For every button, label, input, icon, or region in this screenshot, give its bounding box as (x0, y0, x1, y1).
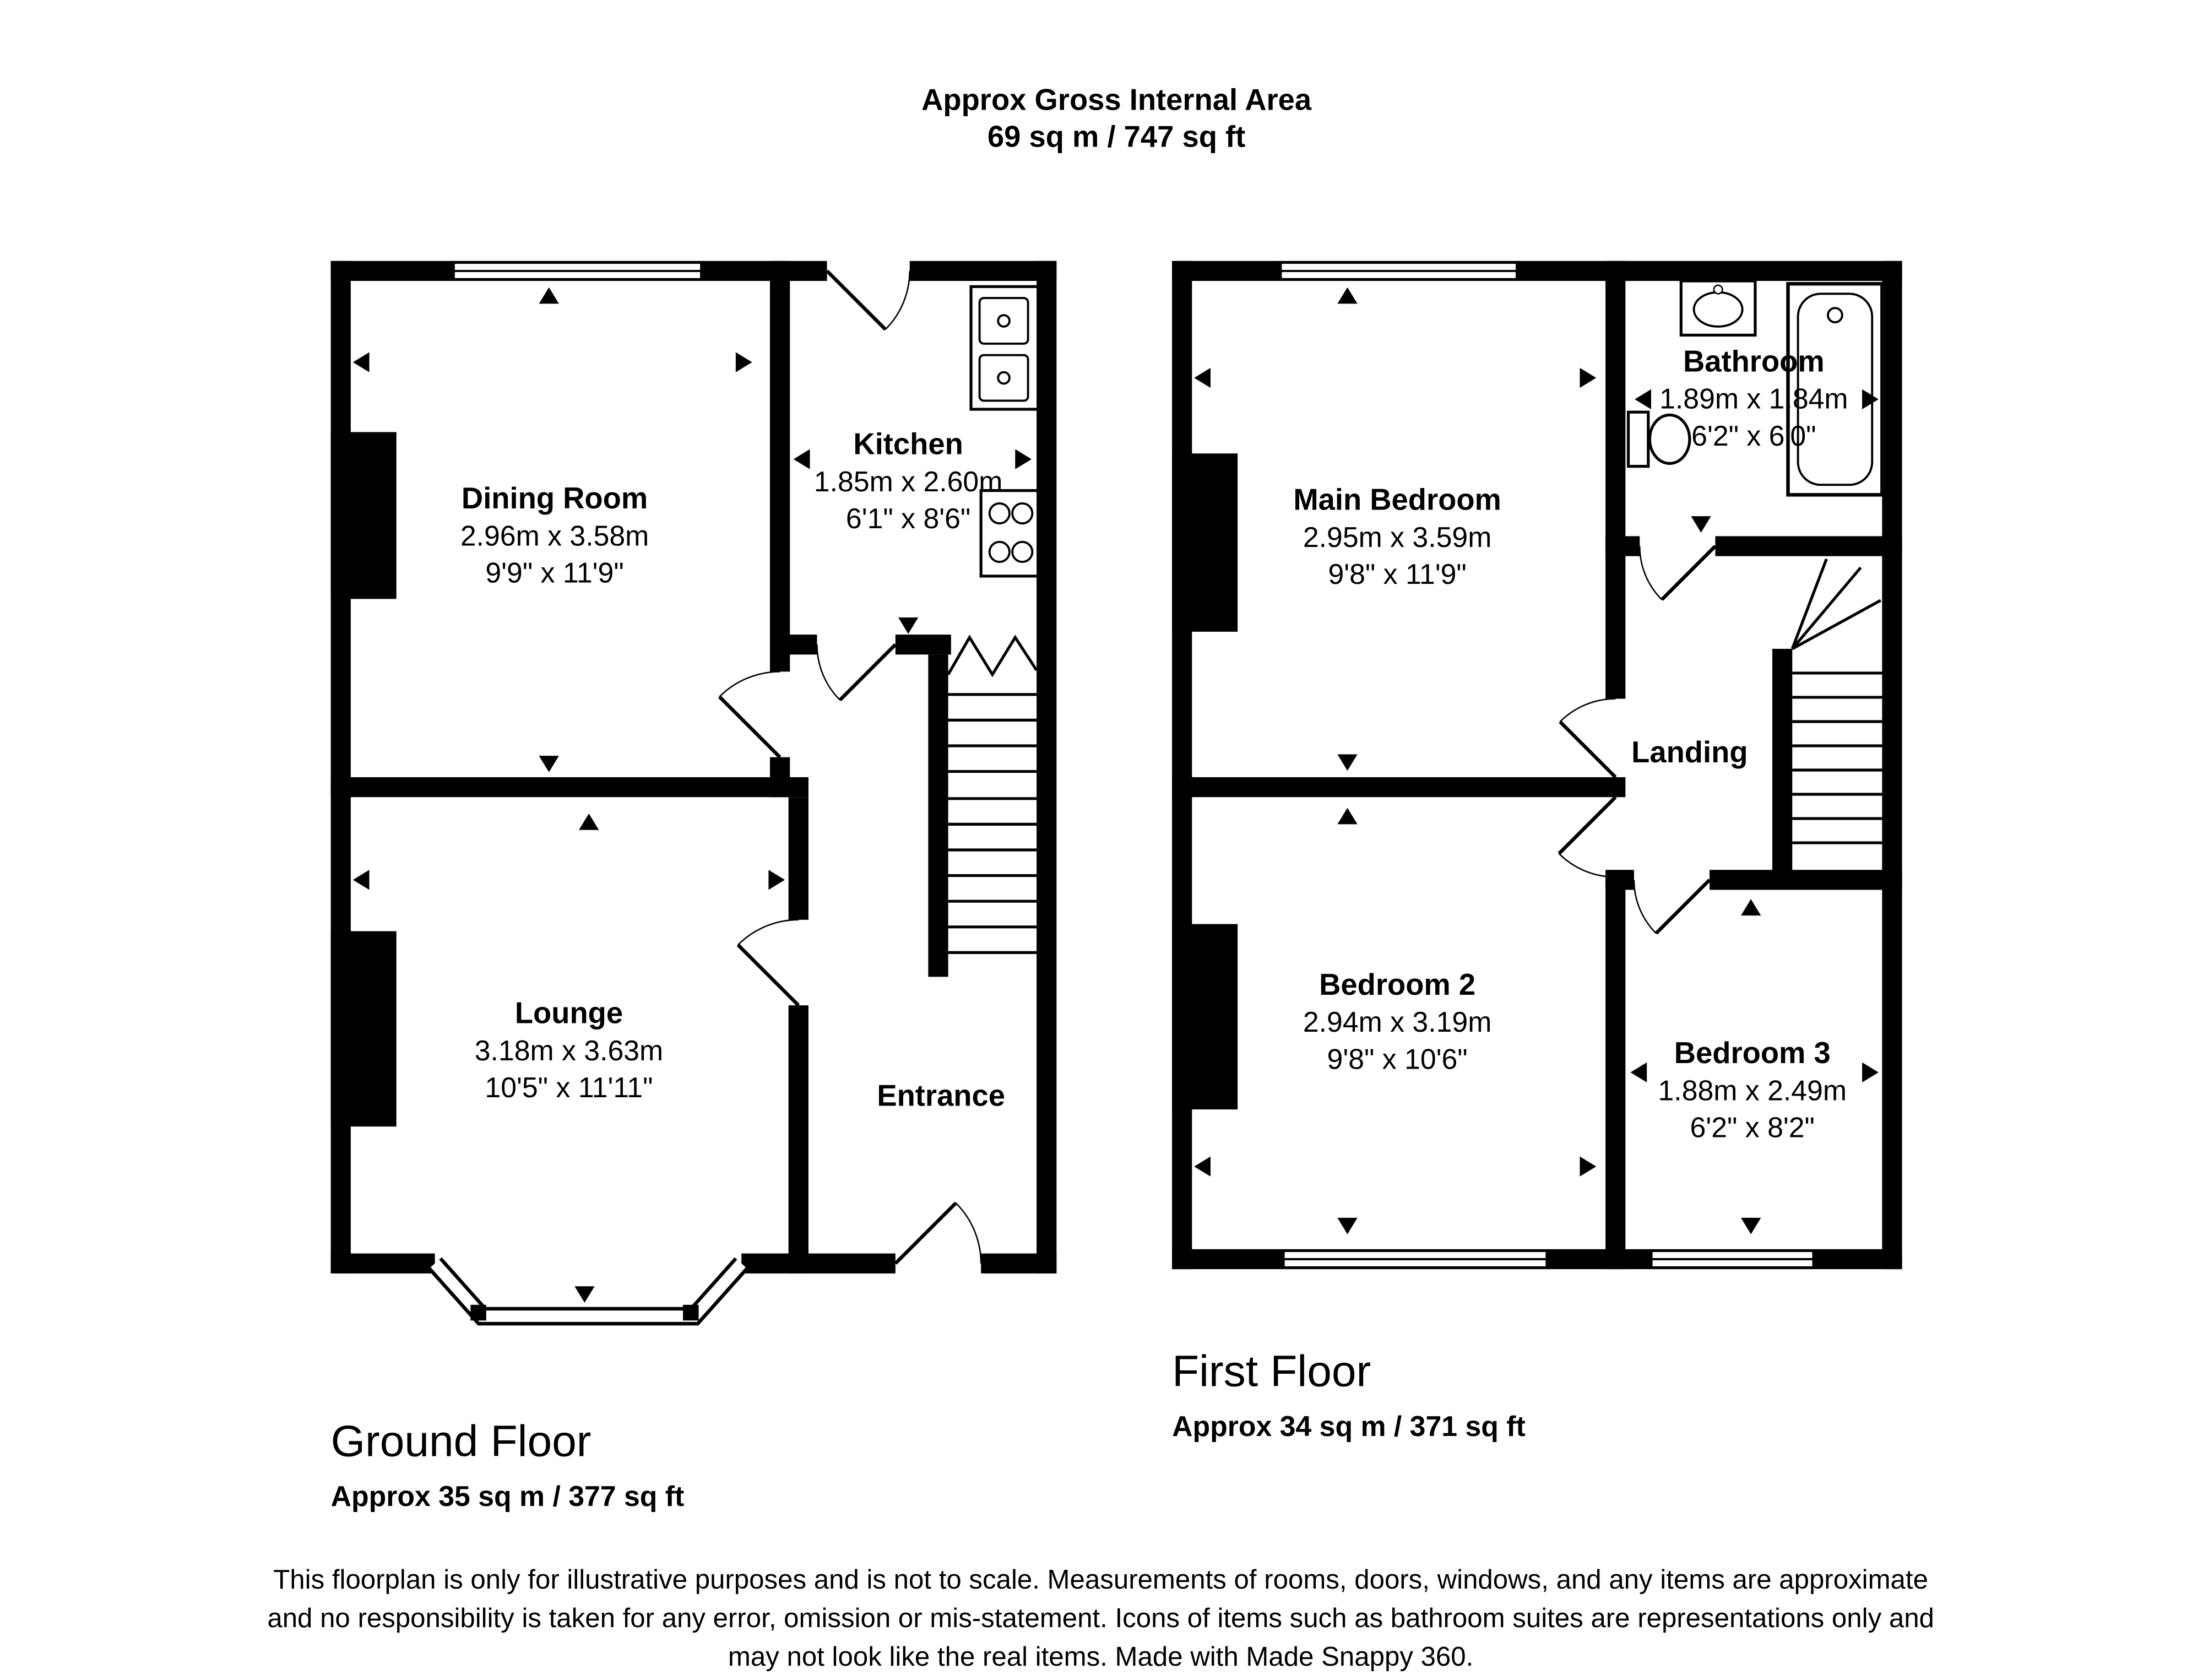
ground-floor-walls (330, 261, 1057, 1273)
disclaimer-line-2: and no responsibility is taken for any e… (267, 1604, 1934, 1634)
room-dim-metric: 2.96m x 3.58m (460, 521, 649, 553)
first-floor-walls (1172, 261, 1902, 1270)
header-title: Approx Gross Internal Area (921, 84, 1312, 117)
sink-icon (969, 285, 1040, 411)
room-dim-imperial: 6'2" x 8'2" (1690, 1113, 1815, 1145)
room-dim-metric: 1.89m x 1.84m (1659, 384, 1848, 416)
main-bedroom-door (1559, 698, 1617, 779)
room-label-bathroom: Bathroom 1.89m x 1.84m 6'2" x 6'0" (1659, 343, 1848, 456)
header: Approx Gross Internal Area 69 sq m / 747… (921, 83, 1311, 157)
room-name: Landing (1631, 736, 1748, 769)
room-dim-imperial: 9'8" x 11'9" (1328, 560, 1467, 592)
first-floor-doors (1558, 545, 1717, 935)
room-label-main-bedroom: Main Bedroom 2.95m x 3.59m 9'8" x 11'9" (1293, 481, 1501, 594)
room-label-bedroom-2: Bedroom 2 2.94m x 3.19m 9'8" x 10'6" (1303, 966, 1492, 1079)
room-name: Bedroom 3 (1674, 1037, 1831, 1070)
room-dim-imperial: 6'1" x 8'6" (845, 504, 971, 536)
hob-icon (979, 489, 1040, 578)
ground-floor-doors (718, 269, 982, 1265)
first-floor-plan (1172, 261, 1902, 1270)
room-dim-metric: 2.95m x 3.59m (1303, 522, 1492, 554)
room-dim-imperial: 10'5" x 11'11" (485, 1073, 653, 1105)
bay-window (428, 1257, 748, 1326)
room-dim-imperial: 6'2" x 6'0" (1691, 421, 1816, 453)
toilet-icon (1626, 410, 1691, 468)
disclaimer: This floorplan is only for illustrative … (267, 1562, 1934, 1677)
kitchen-hall-door (816, 643, 897, 702)
ground-floor-area: Approx 35 sq m / 377 sq ft (330, 1481, 685, 1513)
window (1649, 1249, 1815, 1270)
ground-floor-title-block: Ground Floor Approx 35 sq m / 377 sq ft (331, 1416, 685, 1515)
room-dim-metric: 1.85m x 2.60m (813, 467, 1003, 498)
room-name: Kitchen (853, 428, 963, 462)
room-name: Bedroom 2 (1319, 969, 1476, 1002)
ground-floor-stairs (947, 635, 1038, 954)
window (1282, 1249, 1549, 1270)
room-label-landing: Landing (1631, 734, 1748, 772)
first-floor-title: First Floor (1172, 1346, 1371, 1396)
ground-floor-windows (428, 261, 748, 1326)
room-label-lounge: Lounge 3.18m x 3.63m 10'5" x 11'11" (475, 995, 664, 1108)
room-dim-metric: 3.18m x 3.63m (474, 1036, 664, 1067)
kitchen-back-door (826, 269, 911, 331)
room-label-kitchen: Kitchen 1.85m x 2.60m 6'1" x 8'6" (814, 426, 1003, 539)
lounge-door (736, 919, 800, 1007)
bathroom-door (1638, 545, 1717, 601)
first-floor-title-block: First Floor Approx 34 sq m / 371 sq ft (1172, 1346, 1526, 1445)
room-name: Bathroom (1683, 345, 1825, 379)
window (1279, 261, 1519, 281)
room-name: Main Bedroom (1293, 484, 1501, 517)
front-door (894, 1201, 982, 1265)
basin-icon (1679, 279, 1757, 337)
first-floor-stairs (1790, 558, 1882, 844)
room-dim-imperial: 9'9" x 11'9" (485, 558, 624, 590)
disclaimer-line-1: This floorplan is only for illustrative … (273, 1565, 1928, 1596)
ground-floor-plan (330, 261, 1057, 1326)
room-dim-metric: 1.88m x 2.49m (1658, 1076, 1847, 1108)
room-label-entrance: Entrance (877, 1077, 1005, 1116)
room-label-dining-room: Dining Room 2.96m x 3.58m 9'9" x 11'9" (460, 480, 649, 593)
bedroom2-door (1558, 795, 1617, 878)
room-label-bedroom-3: Bedroom 3 1.88m x 2.49m 6'2" x 8'2" (1658, 1034, 1847, 1147)
first-floor-windows (1279, 261, 1815, 1270)
first-floor-area: Approx 34 sq m / 371 sq ft (1172, 1412, 1526, 1443)
room-name: Lounge (514, 997, 623, 1031)
room-name: Dining Room (461, 483, 648, 516)
ground-floor-title: Ground Floor (330, 1416, 592, 1466)
window (452, 261, 703, 281)
room-dim-metric: 2.94m x 3.19m (1303, 1007, 1492, 1039)
header-total-area: 69 sq m / 747 sq ft (987, 121, 1246, 154)
disclaimer-line-3: may not look like the real items. Made w… (728, 1643, 1474, 1673)
dining-room-door (718, 671, 782, 758)
room-dim-imperial: 9'8" x 10'6" (1327, 1044, 1468, 1076)
room-name: Entrance (877, 1080, 1006, 1113)
bedroom3-door (1633, 879, 1711, 935)
bath-icon (1786, 281, 1884, 497)
